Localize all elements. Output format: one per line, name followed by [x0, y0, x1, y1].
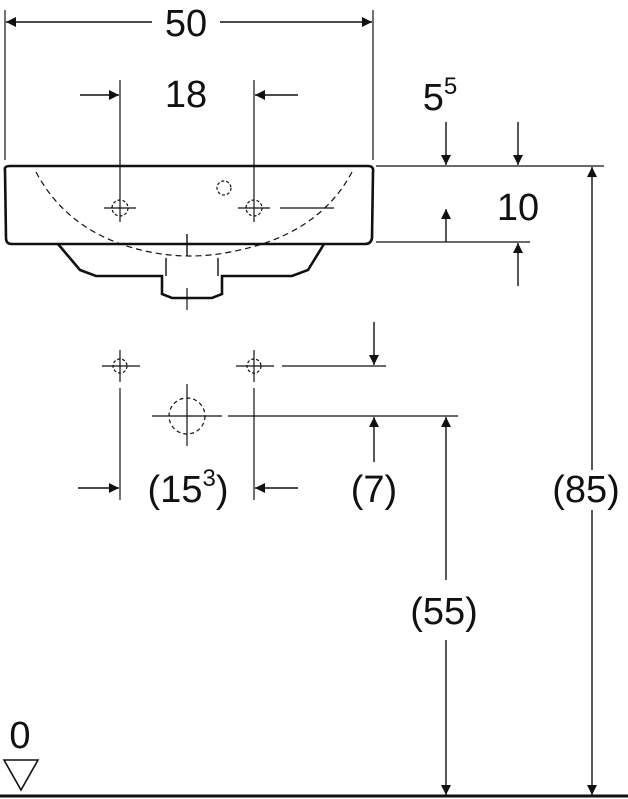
tap-hole-spacing-label: 18: [165, 74, 207, 116]
waste-spacing-base: (15: [148, 469, 203, 511]
total-height-label: (85): [552, 469, 620, 511]
waste-spacing-close: ): [216, 469, 229, 511]
waste-spacing-label: (153): [148, 465, 229, 511]
waste-height-offset-label: (7): [351, 469, 397, 511]
supply-connection-left: [102, 350, 140, 382]
tap-hole-left: [104, 194, 136, 222]
rim-offset-label: 55: [423, 73, 458, 119]
basin-outline: [3, 164, 375, 310]
floor-level-label: 0: [9, 715, 30, 757]
floor-level-marker: [2, 759, 40, 792]
waste-height-label: (55): [410, 591, 478, 633]
tap-hole-right: [238, 194, 334, 222]
extension-lines: [0, 10, 628, 798]
waste-spacing-sup: 3: [202, 465, 215, 492]
overall-width-label: 50: [165, 3, 207, 45]
dimension-arrows: [6, 17, 597, 795]
waste-connection: [152, 384, 458, 446]
bowl-height-label: 10: [497, 187, 539, 229]
rim-offset-sup: 5: [444, 73, 457, 100]
supply-connection-right: [236, 350, 386, 382]
rim-offset-base: 5: [423, 77, 444, 119]
